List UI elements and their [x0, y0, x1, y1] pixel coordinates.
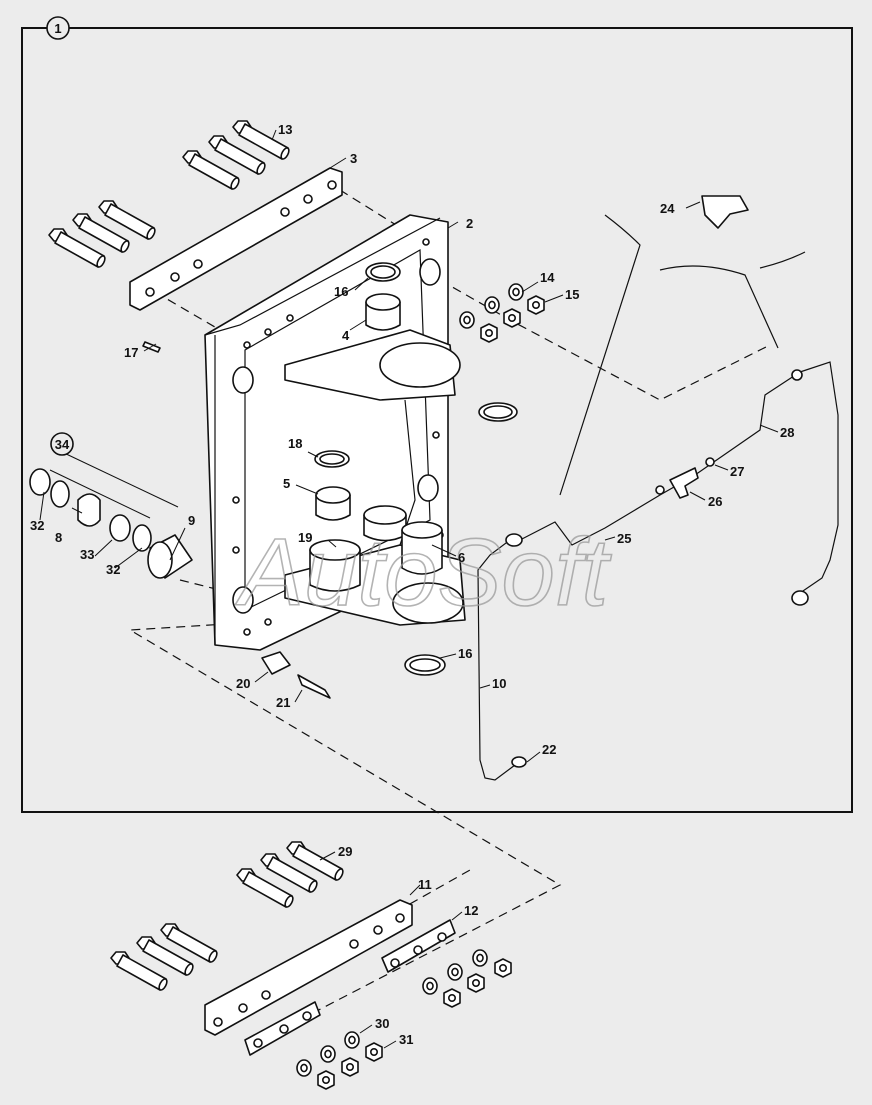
callout-15: 15 [565, 287, 579, 302]
callout-32-right: 32 [106, 562, 120, 577]
callout-17: 17 [124, 345, 138, 360]
callout-10: 10 [492, 676, 506, 691]
svg-text:1: 1 [54, 21, 61, 36]
callout-9: 9 [188, 513, 195, 528]
callout-20: 20 [236, 676, 250, 691]
hydraulic-lines [477, 361, 839, 781]
callout-labels: 2 3 4 5 6 8 9 10 11 12 13 14 15 16 16 17… [30, 122, 794, 1047]
callout-22: 22 [542, 742, 556, 757]
callout-34-badge: 34 [50, 432, 74, 456]
callout-28: 28 [780, 425, 794, 440]
callout-19: 19 [298, 530, 312, 545]
callout-12: 12 [464, 903, 478, 918]
bushings-and-seals [309, 262, 518, 676]
watermark: AutoSoft [235, 519, 612, 626]
callout-21: 21 [276, 695, 290, 710]
callout-14: 14 [540, 270, 555, 285]
callout-31: 31 [399, 1032, 413, 1047]
elbow-fitting [701, 195, 749, 229]
callout-16-lower: 16 [458, 646, 472, 661]
small-hardware [142, 341, 331, 699]
callout-29: 29 [338, 844, 352, 859]
callout-leaders [39, 129, 779, 1049]
callout-5: 5 [283, 476, 290, 491]
callout-30: 30 [375, 1016, 389, 1031]
callout-6: 6 [458, 550, 465, 565]
callout-18: 18 [288, 436, 302, 451]
callout-26: 26 [708, 494, 722, 509]
kit-bracket [49, 451, 179, 519]
bolt-set-13 [48, 120, 292, 270]
callout-25: 25 [617, 531, 631, 546]
callout-13: 13 [278, 122, 292, 137]
lower-plates [204, 899, 456, 1056]
callout-2: 2 [466, 216, 473, 231]
callout-33: 33 [80, 547, 94, 562]
callout-4: 4 [342, 328, 350, 343]
nuts-washers-upper [459, 283, 545, 343]
callout-11: 11 [418, 877, 432, 892]
callout-32-left: 32 [30, 518, 44, 533]
pin-kit [29, 468, 193, 579]
callout-16-upper: 16 [334, 284, 348, 299]
callout-24: 24 [660, 201, 675, 216]
callout-8: 8 [55, 530, 62, 545]
callout-27: 27 [730, 464, 744, 479]
callout-34: 34 [55, 437, 70, 452]
detail-pointer-lines [559, 214, 806, 496]
figure-number-badge: 1 [46, 16, 70, 40]
callout-3: 3 [350, 151, 357, 166]
